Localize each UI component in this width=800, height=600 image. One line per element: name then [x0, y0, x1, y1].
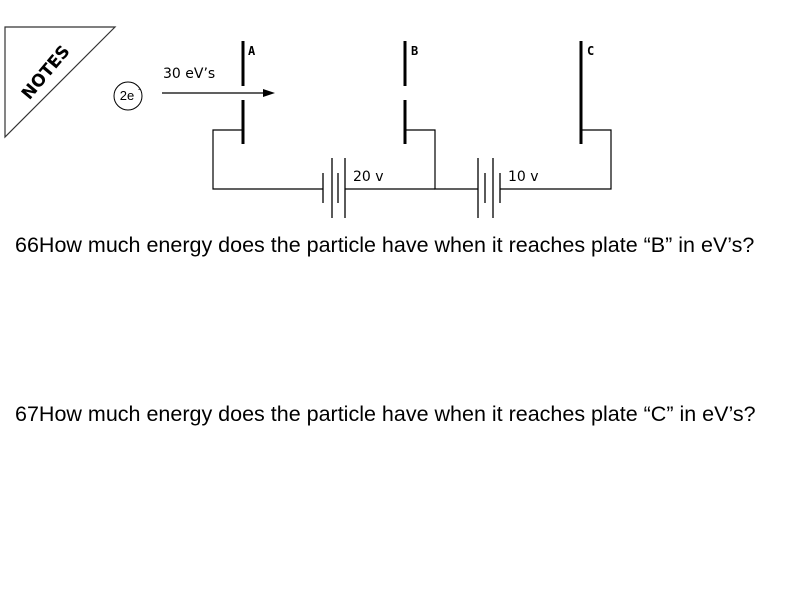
question-number: 66: [15, 233, 39, 257]
energy-label: 30 eV’s: [163, 66, 215, 82]
question-number: 67: [15, 402, 39, 426]
notes-badge: NOTES: [4, 26, 117, 139]
question-66: 66How much energy does the particle have…: [15, 232, 795, 259]
plate-b-label: B: [411, 44, 418, 58]
plate-c-label: C: [587, 44, 594, 58]
question-text: How much energy does the particle have w…: [38, 402, 756, 426]
question-text: How much energy does the particle have w…: [38, 233, 755, 257]
battery-1-label: 20 v: [353, 169, 384, 185]
battery-20v: [322, 158, 346, 218]
wire: [212, 129, 323, 190]
plate-a-label: A: [248, 44, 256, 58]
battery-10v: [477, 158, 501, 218]
svg-text:-: -: [138, 84, 141, 94]
question-67: 67How much energy does the particle have…: [15, 401, 795, 428]
particle: 2e -: [113, 81, 143, 111]
battery-2-label: 10 v: [508, 169, 539, 185]
particle-label: 2e: [120, 88, 134, 103]
arrow-icon: [162, 89, 275, 97]
